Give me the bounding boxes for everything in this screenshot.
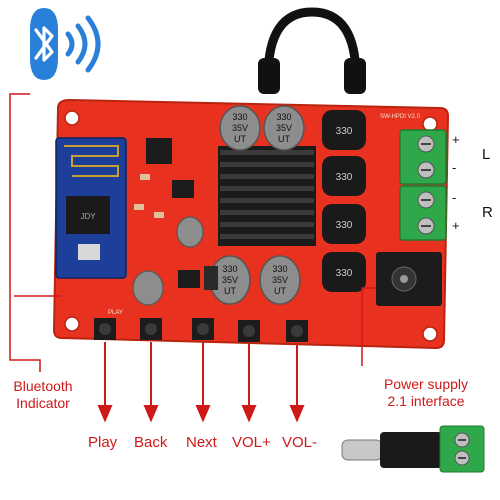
- play-silk: PLAY: [108, 310, 123, 316]
- dc-plug-adapter-icon: [341, 425, 485, 473]
- capacitor: 330 35V UT: [259, 255, 301, 305]
- capacitor: 330 35V UT: [209, 255, 251, 305]
- back-label: Back: [134, 434, 168, 451]
- vol-up-label: VOL+: [232, 434, 271, 451]
- button-arrows: [97, 342, 305, 423]
- channel-right-label: R: [482, 204, 493, 221]
- svg-text:330: 330: [232, 112, 247, 122]
- speaker-terminal-left: [399, 129, 447, 185]
- svg-text:35V: 35V: [272, 275, 288, 285]
- smd-components: [134, 138, 218, 290]
- bluetooth-indicator-line2: Indicator: [16, 395, 70, 411]
- headphones-icon: [258, 7, 366, 94]
- svg-text:330: 330: [336, 268, 353, 279]
- svg-text:UT: UT: [274, 286, 286, 296]
- plus-mark-right-bottom: +: [452, 218, 460, 233]
- dc-jack: [376, 252, 442, 306]
- capacitor: 330 35V UT: [263, 105, 305, 151]
- play-label: Play: [88, 434, 118, 451]
- power-callout: [361, 287, 376, 366]
- board-model-silk: SW-HPDI V2.0: [380, 114, 421, 120]
- tact-button-vol-up: [238, 320, 260, 342]
- vol-down-label: VOL-: [282, 434, 318, 451]
- tact-button-vol-down: [286, 320, 308, 342]
- module-label: JDY: [80, 212, 96, 221]
- bluetooth-indicator-callout: [9, 93, 62, 372]
- bluetooth-indicator-line1: Bluetooth: [13, 378, 73, 394]
- power-supply-label: Power supply 2.1 interface: [366, 376, 486, 410]
- inductor: 330: [322, 204, 366, 244]
- svg-text:35V: 35V: [276, 123, 292, 133]
- tact-button-next: [192, 318, 214, 340]
- channel-left-label: L: [482, 146, 491, 163]
- minus-mark-left-bottom: -: [452, 160, 457, 175]
- plus-mark-left-top: +: [452, 132, 460, 147]
- svg-text:330: 330: [336, 172, 353, 183]
- bluetooth-indicator-label: Bluetooth Indicator: [4, 378, 82, 412]
- svg-text:UT: UT: [234, 134, 246, 144]
- svg-text:330: 330: [336, 126, 353, 137]
- minus-mark-right-top: -: [452, 190, 457, 205]
- svg-text:35V: 35V: [222, 275, 238, 285]
- bluetooth-module: JDY: [55, 137, 127, 279]
- svg-text:35V: 35V: [232, 123, 248, 133]
- next-label: Next: [186, 434, 217, 451]
- capacitor-small: [132, 216, 204, 306]
- inductor: 330: [322, 110, 366, 150]
- tact-button-play: [94, 318, 116, 340]
- bluetooth-icon: [30, 8, 101, 80]
- svg-text:330: 330: [276, 112, 291, 122]
- inductor: 330: [322, 156, 366, 196]
- capacitor: 330 35V UT: [219, 105, 261, 151]
- power-supply-line1: Power supply: [383, 376, 469, 392]
- svg-text:330: 330: [222, 264, 237, 274]
- svg-text:UT: UT: [224, 286, 236, 296]
- svg-text:UT: UT: [278, 134, 290, 144]
- svg-text:330: 330: [272, 264, 287, 274]
- heat-sink: [218, 146, 316, 246]
- speaker-terminal-right: [399, 185, 447, 241]
- inductor: 330: [322, 252, 366, 292]
- tact-button-back: [140, 318, 162, 340]
- svg-text:330: 330: [336, 220, 353, 231]
- power-supply-line2: 2.1 interface: [387, 393, 465, 409]
